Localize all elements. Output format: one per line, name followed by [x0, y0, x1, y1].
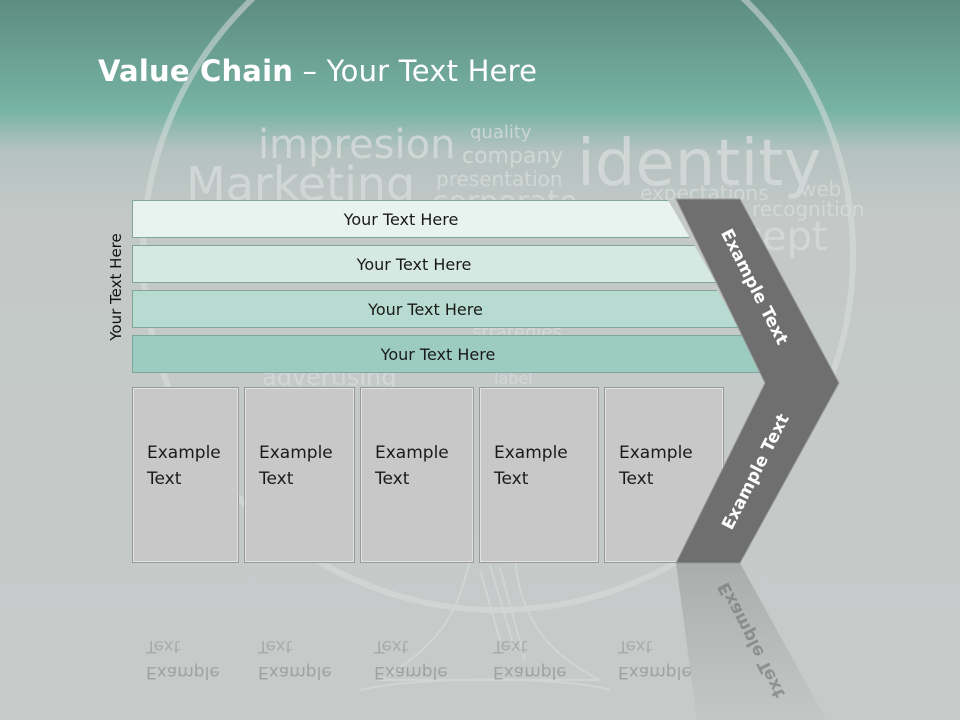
- bg-word-web: web: [800, 177, 841, 201]
- chevron-shape: [675, 198, 840, 564]
- bg-word-presentation: presentation: [436, 167, 563, 191]
- bg-word-company: company: [462, 144, 563, 169]
- bar-4-label: Your Text Here: [380, 344, 496, 364]
- chevron-reflection: [676, 563, 827, 720]
- bg-word-recognition: recognition: [752, 197, 865, 221]
- bg-word-identity: identity: [577, 127, 821, 201]
- bar-3[interactable]: Your Text Here: [132, 290, 739, 328]
- bar-1[interactable]: Your Text Here: [132, 200, 690, 238]
- page-title: Value Chain – Your Text Here: [98, 54, 538, 88]
- bar-4[interactable]: Your Text Here: [132, 335, 764, 373]
- bar-1-label: Your Text Here: [343, 209, 459, 229]
- bar-2-label: Your Text Here: [356, 254, 472, 274]
- bar-2[interactable]: Your Text Here: [132, 245, 716, 283]
- tree-trunk-sketch: [359, 559, 611, 691]
- bg-word-label: label: [494, 369, 533, 388]
- bar-3-label: Your Text Here: [368, 299, 483, 319]
- bg-word-quality: quality: [470, 122, 532, 143]
- bg-word-impresion: impresion: [258, 122, 455, 168]
